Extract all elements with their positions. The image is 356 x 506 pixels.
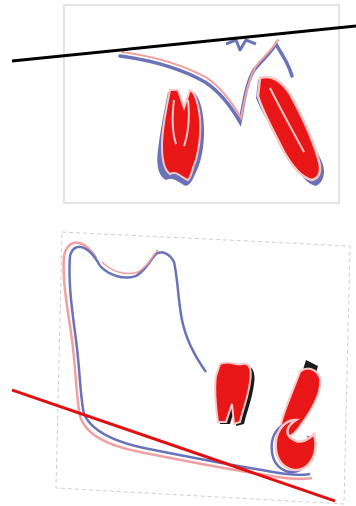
maxilla-panel xyxy=(12,5,356,203)
maxillary-molar xyxy=(162,90,200,180)
maxilla-panel-frame xyxy=(64,5,339,203)
mandible-panel xyxy=(12,232,350,504)
